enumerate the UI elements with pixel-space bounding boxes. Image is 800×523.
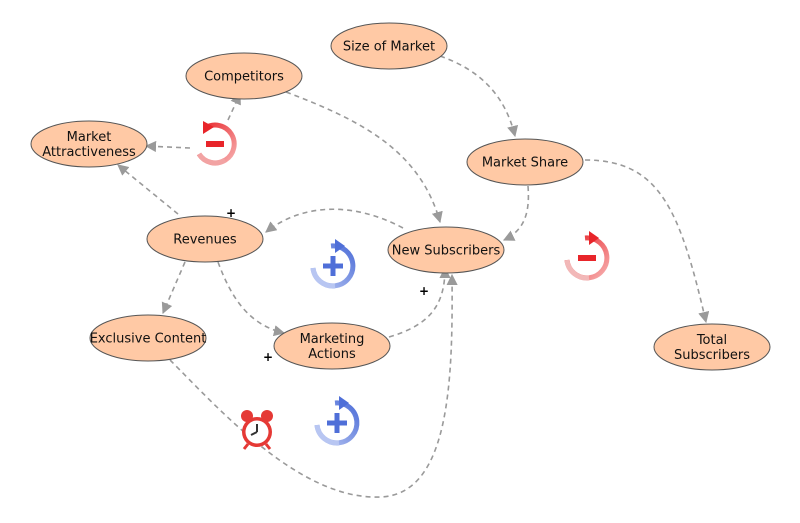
node-label-competitors: Competitors [204,70,284,85]
node-shape-market-attractiveness [30,120,148,168]
edge-market-share-to-total-subscribers [584,159,710,324]
node-label-marketing-actions-line-2: Actions [308,347,356,362]
edge-revenues-to-market-attractiveness [117,164,179,215]
edge-marketing-actions-to-new-subscribers [388,266,451,338]
node-shape-total-subscribers [653,323,771,371]
node-label-market-share: Market Share [482,156,568,171]
node-exclusive-content: Exclusive Content [89,314,207,362]
node-shape-marketing-actions [273,322,391,370]
node-shape-size-of-market [330,22,448,70]
edge-size-of-market-to-market-share [439,55,519,138]
node-label-total-subscribers-line-1: Total [696,333,727,348]
node-shape-market-share [466,138,584,186]
balancing-loop-badge-1 [196,121,237,166]
edges [117,55,710,498]
balancing-loop-icon [196,121,237,166]
reinforcing-loop-badge-1 [310,239,356,289]
edge-market-share-to-new-subscribers [502,185,530,241]
reinforcing-loop-badge-2 [314,396,360,446]
balancing-loop-icon [564,231,610,281]
node-label-total-subscribers-line-2: Subscribers [674,348,750,363]
edge-revenues-to-exclusive-content [161,261,186,315]
reinforcing-loop-icon [310,239,356,289]
node-label-market-attractiveness-line-2: Attractiveness [42,145,136,160]
balancing-loop-badge-2 [564,231,610,281]
edge-revenues-to-marketing-actions [217,261,286,337]
node-revenues: Revenues [146,215,264,263]
node-size-of-market: Size of Market [330,22,448,70]
edge-new-subscribers-to-revenues [265,208,404,233]
reinforcing-loop-icon [314,396,360,446]
node-label-exclusive-content: Exclusive Content [90,332,207,347]
edge-exclusive-content-to-new-subscribers [169,273,458,498]
node-shape-revenues [146,215,264,263]
polarity-mark-2: + [419,284,429,298]
node-competitors: Competitors [185,52,303,100]
node-label-size-of-market: Size of Market [343,40,435,55]
node-label-new-subscribers: New Subscribers [392,244,501,259]
node-new-subscribers: New Subscribers [387,226,505,274]
node-market-share: Market Share [466,138,584,186]
node-shape-exclusive-content [89,314,207,362]
alarm-clock-icon [241,410,273,450]
polarity-mark-3: + [263,350,273,364]
edge-balancing-loop-to-competitors [227,92,241,121]
node-shape-new-subscribers [387,226,505,274]
node-shape-competitors [185,52,303,100]
node-label-revenues: Revenues [173,233,237,248]
node-label-marketing-actions-line-1: Marketing [300,332,365,347]
edge-competitors-to-new-subscribers [285,91,443,224]
nodes: Size of MarketCompetitorsMarketAttractiv… [30,22,771,371]
polarity-marks: + + + [226,206,429,364]
edge-competitors-to-market-attractiveness [144,140,191,153]
node-label-market-attractiveness-line-1: Market [67,130,112,145]
polarity-mark-1: + [226,206,236,220]
